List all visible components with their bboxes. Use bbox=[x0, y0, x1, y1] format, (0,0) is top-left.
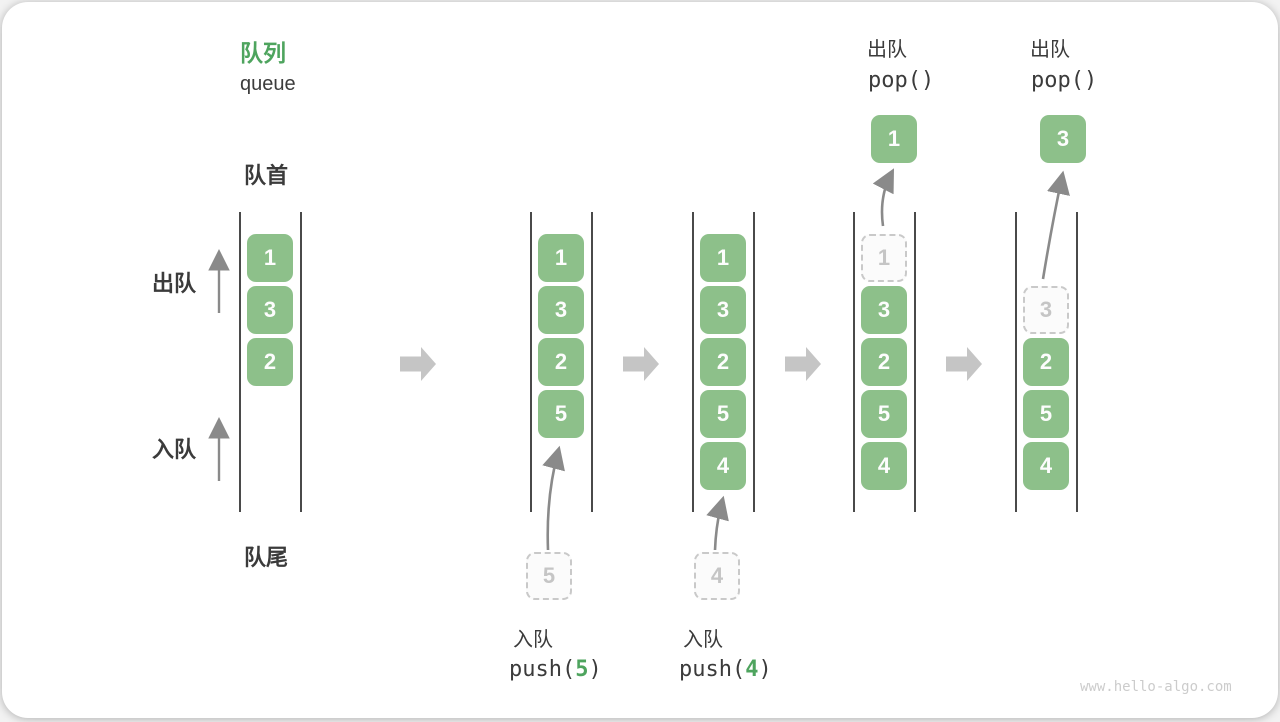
queue-wall bbox=[1076, 212, 1078, 512]
label-enqueue-op: 入队 bbox=[513, 629, 553, 651]
watermark: www.hello-algo.com bbox=[1080, 679, 1232, 695]
queue-wall bbox=[530, 212, 532, 512]
label-queue-front: 队首 bbox=[244, 163, 289, 188]
push-5-code: push(5) bbox=[509, 657, 602, 682]
queue-wall bbox=[914, 212, 916, 512]
label-enqueue-left: 入队 bbox=[152, 437, 197, 462]
queue-cell: 5 bbox=[861, 390, 907, 438]
enqueue-arrow-icon bbox=[542, 445, 565, 551]
queue-cell: 3 bbox=[538, 286, 584, 334]
queue-cell: 5 bbox=[1023, 390, 1069, 438]
queue-cell: 2 bbox=[700, 338, 746, 386]
queue-cell-popped: 3 bbox=[1023, 286, 1069, 334]
outgoing-element: 1 bbox=[871, 115, 917, 163]
queue-cell: 4 bbox=[861, 442, 907, 490]
queue-cell: 3 bbox=[247, 286, 293, 334]
queue-cell: 5 bbox=[700, 390, 746, 438]
outgoing-element: 3 bbox=[1040, 115, 1086, 163]
queue-wall bbox=[591, 212, 593, 512]
code-close: ) bbox=[758, 657, 772, 682]
queue-cell-popped: 1 bbox=[861, 234, 907, 282]
block-arrow-icon bbox=[785, 347, 821, 381]
code-fn: push( bbox=[509, 657, 576, 682]
code-arg: 5 bbox=[575, 657, 589, 682]
incoming-element: 4 bbox=[694, 552, 740, 600]
dequeue-arrow-icon bbox=[1041, 170, 1070, 280]
queue-wall bbox=[1015, 212, 1017, 512]
queue-cell: 2 bbox=[1023, 338, 1069, 386]
figure-title-en: queue bbox=[240, 73, 296, 95]
incoming-element: 5 bbox=[526, 552, 572, 600]
queue-cell: 2 bbox=[247, 338, 293, 386]
code-close: ) bbox=[588, 657, 602, 682]
queue-cell: 1 bbox=[247, 234, 293, 282]
figure-title-zh: 队列 bbox=[240, 40, 286, 66]
pop-code: pop() bbox=[1031, 68, 1098, 93]
queue-cell: 4 bbox=[700, 442, 746, 490]
label-dequeue-op: 出队 bbox=[867, 39, 907, 61]
label-queue-rear: 队尾 bbox=[244, 545, 289, 570]
label-enqueue-op: 入队 bbox=[683, 629, 723, 651]
queue-cell: 2 bbox=[861, 338, 907, 386]
push-4-code: push(4) bbox=[679, 657, 772, 682]
queue-cell: 3 bbox=[861, 286, 907, 334]
block-arrow-icon bbox=[946, 347, 982, 381]
queue-cell: 1 bbox=[700, 234, 746, 282]
code-fn: push( bbox=[679, 657, 746, 682]
block-arrow-icon bbox=[400, 347, 436, 381]
queue-cell: 3 bbox=[700, 286, 746, 334]
code-arg: 4 bbox=[745, 657, 759, 682]
label-dequeue-left: 出队 bbox=[152, 271, 197, 296]
queue-cell: 4 bbox=[1023, 442, 1069, 490]
queue-wall bbox=[300, 212, 302, 512]
queue-wall bbox=[853, 212, 855, 512]
queue-cell: 2 bbox=[538, 338, 584, 386]
label-dequeue-op: 出队 bbox=[1030, 39, 1070, 61]
pop-code: pop() bbox=[868, 68, 935, 93]
queue-wall bbox=[692, 212, 694, 512]
queue-cell: 5 bbox=[538, 390, 584, 438]
queue-wall bbox=[239, 212, 241, 512]
enqueue-arrow-icon bbox=[706, 495, 729, 551]
block-arrow-icon bbox=[623, 347, 659, 381]
dequeue-arrow-icon bbox=[872, 168, 895, 227]
queue-wall bbox=[753, 212, 755, 512]
queue-cell: 1 bbox=[538, 234, 584, 282]
